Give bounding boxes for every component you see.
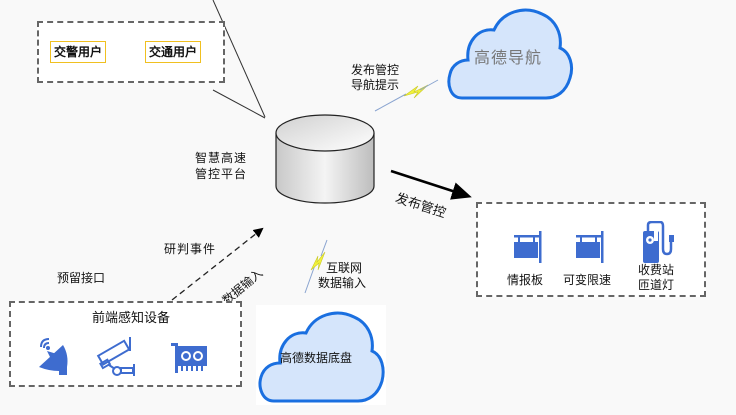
device-label-variable-speed: 可变限速 [563,273,612,287]
platform-database-icon [275,114,375,204]
lightning-link-data [304,239,328,294]
cloud-icon [447,8,574,100]
cctv-camera-icon [96,337,135,376]
user-chip-traffic[interactable]: 交通用户 [145,41,202,63]
user-chip-traffic-police[interactable]: 交警用户 [50,41,107,63]
event-data-dashed-arrow [171,227,264,301]
platform-label-2: 管控平台 [195,167,248,181]
frontend-sensors-group: 前端感知设备 [9,301,242,387]
cloud-icon [258,311,385,403]
data-cloud-label: 高德数据底盘 [280,351,353,365]
device-label-toll-1: 收费站 [638,263,675,277]
navigation-cloud: 高德导航 [444,2,575,102]
users-to-platform-line [212,0,266,118]
lightning-link-navigation [374,79,439,112]
platform-label-1: 智慧高速 [195,151,248,165]
users-to-platform-line-visible [212,89,266,119]
data-cloud: 高德数据底盘 [256,305,386,405]
event-judgement-label: 研判事件 [164,242,217,256]
frontend-sensors-title: 前端感知设备 [92,311,171,326]
navigation-link-label-1: 发布管控 [351,63,400,77]
navigation-cloud-label: 高德导航 [474,48,543,67]
navigation-link-label-2: 导航提示 [351,78,400,92]
satellite-dish-icon [39,338,68,375]
device-label-info-board: 情报板 [507,273,544,287]
data-link-label-2: 数据输入 [318,276,367,290]
signboard-icon [514,231,542,263]
data-link-label-1: 互联网 [326,261,363,275]
toll-station-icon [643,221,674,263]
roadside-devices-group: 情报板 可变限速 收费站 匝道灯 [476,202,706,297]
sensor-card-icon [171,343,207,373]
device-label-toll-2: 匝道灯 [638,278,675,292]
publish-control-arrow [390,169,472,200]
users-group: 交警用户 交通用户 [37,21,225,83]
reserved-interface-label: 预留接口 [57,271,106,285]
signboard-icon [576,231,604,263]
